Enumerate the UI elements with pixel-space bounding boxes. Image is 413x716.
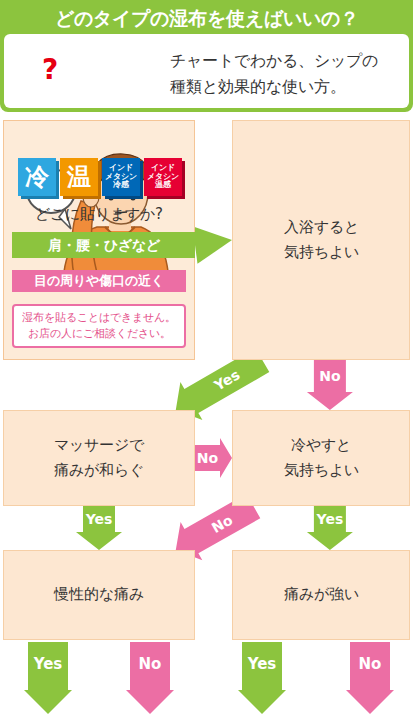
question-box: 慢性的な痛み	[3, 550, 195, 640]
answer-band: 目の周りや傷口の近く	[12, 270, 186, 292]
node-text: 入浴すると 気持ちよい	[279, 215, 363, 266]
outcome-arrow-body	[130, 642, 170, 690]
outcome-arrow-head	[126, 690, 174, 714]
question-box: マッサージで 痛みが和らぐ	[3, 410, 195, 506]
answer-band: 肩・腰・ひざなど	[12, 232, 195, 258]
outcome-arrow-head	[238, 690, 286, 714]
arrow-label: No	[319, 368, 340, 384]
question-box: 入浴すると 気持ちよい	[232, 120, 410, 360]
outcome-arrow-head	[346, 690, 394, 714]
answer-label: No	[130, 655, 170, 673]
node-text: 温	[67, 165, 91, 189]
subtitle: チャートでわかる、シップの 種類と効果的な使い方。	[170, 48, 404, 101]
node-text: 痛みが強い	[284, 582, 359, 608]
node-text: 冷やすと 気持ちよい	[279, 433, 363, 484]
arrow-label: Yes	[86, 511, 113, 527]
node-text: マッサージで 痛みが和らぐ	[50, 433, 149, 484]
node-text: 慢性的な痛み	[54, 582, 144, 608]
node-text: どこに貼りますか?	[35, 204, 163, 225]
arrow-label: Yes	[317, 511, 344, 527]
answer-label: Yes	[28, 655, 68, 673]
node-text: 冷	[25, 165, 49, 189]
flow-arrow	[195, 438, 232, 478]
question-box: 痛みが強い	[232, 550, 410, 640]
eye	[131, 196, 136, 201]
outcome-arrow-body	[28, 642, 68, 690]
flow-arrow	[76, 506, 122, 550]
node-text: インド メタシン 温感	[146, 164, 180, 190]
product-icon: 冷	[18, 158, 56, 196]
eye	[109, 196, 114, 201]
node-text: 湿布を貼ることはできません。 お店の人にご相談ください。	[19, 310, 179, 343]
flow-arrow	[307, 506, 353, 550]
product-icon: インド メタシン 温感	[144, 158, 182, 196]
question-mark: ?	[30, 52, 70, 88]
warning-note: 湿布を貼ることはできません。 お店の人にご相談ください。	[12, 304, 186, 348]
outcome-arrow-head	[24, 690, 72, 714]
product-icon: インド メタシン 冷感	[102, 158, 140, 196]
answer-label: No	[350, 655, 390, 673]
chart-title: どのタイプの湿布を使えばいいの？	[0, 6, 413, 30]
flow-arrow	[193, 226, 233, 264]
question-box: 冷やすと 気持ちよい	[232, 410, 410, 506]
outcome-arrow-body	[242, 642, 282, 690]
answer-label: Yes	[242, 655, 282, 673]
title-panel	[4, 34, 409, 108]
product-icon: 温	[60, 158, 98, 196]
arrow-label: No	[197, 450, 218, 466]
node-text: 肩・腰・ひざなど	[48, 237, 160, 254]
outcome-arrow-body	[350, 642, 390, 690]
flow-arrow	[307, 360, 353, 410]
question-panel: どこに貼りますか? 冷温インド メタシン 冷感インド メタシン 温感肩・腰・ひざな…	[3, 120, 195, 360]
node-text: 目の周りや傷口の近く	[34, 273, 164, 289]
node-text: インド メタシン 冷感	[104, 164, 138, 190]
